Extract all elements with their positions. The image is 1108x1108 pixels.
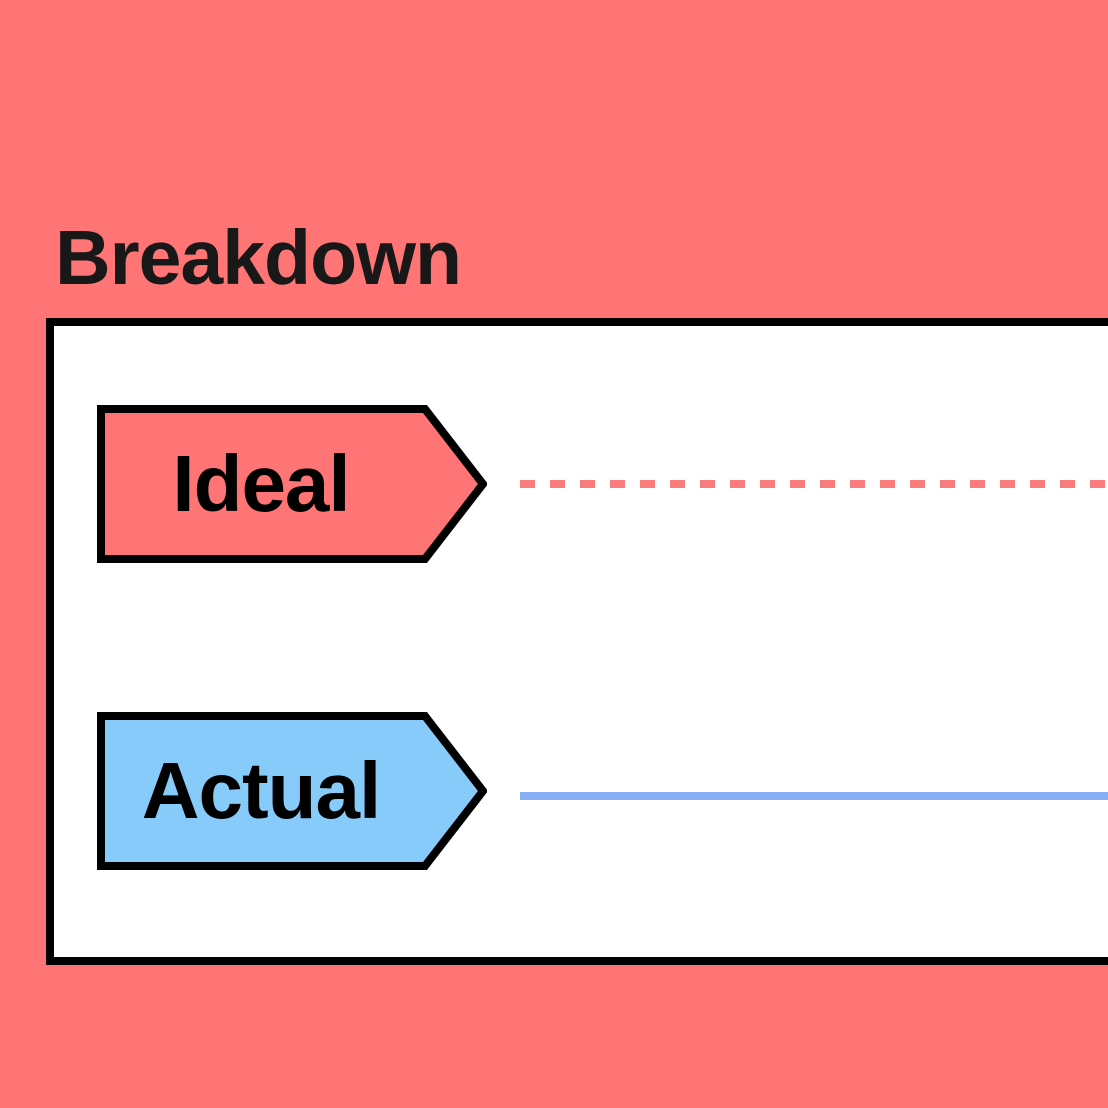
actual-solid-line-sample xyxy=(520,792,1108,800)
actual-arrow-tag-icon xyxy=(97,712,487,870)
legend-badge-actual: Actual xyxy=(97,712,487,870)
ideal-dashed-line-sample xyxy=(520,480,1108,488)
page-title: Breakdown xyxy=(55,215,462,301)
ideal-arrow-tag-icon xyxy=(97,405,487,563)
legend-badge-ideal: Ideal xyxy=(97,405,487,563)
legend-label-actual: Actual xyxy=(141,746,382,835)
legend-label-ideal: Ideal xyxy=(172,439,350,528)
